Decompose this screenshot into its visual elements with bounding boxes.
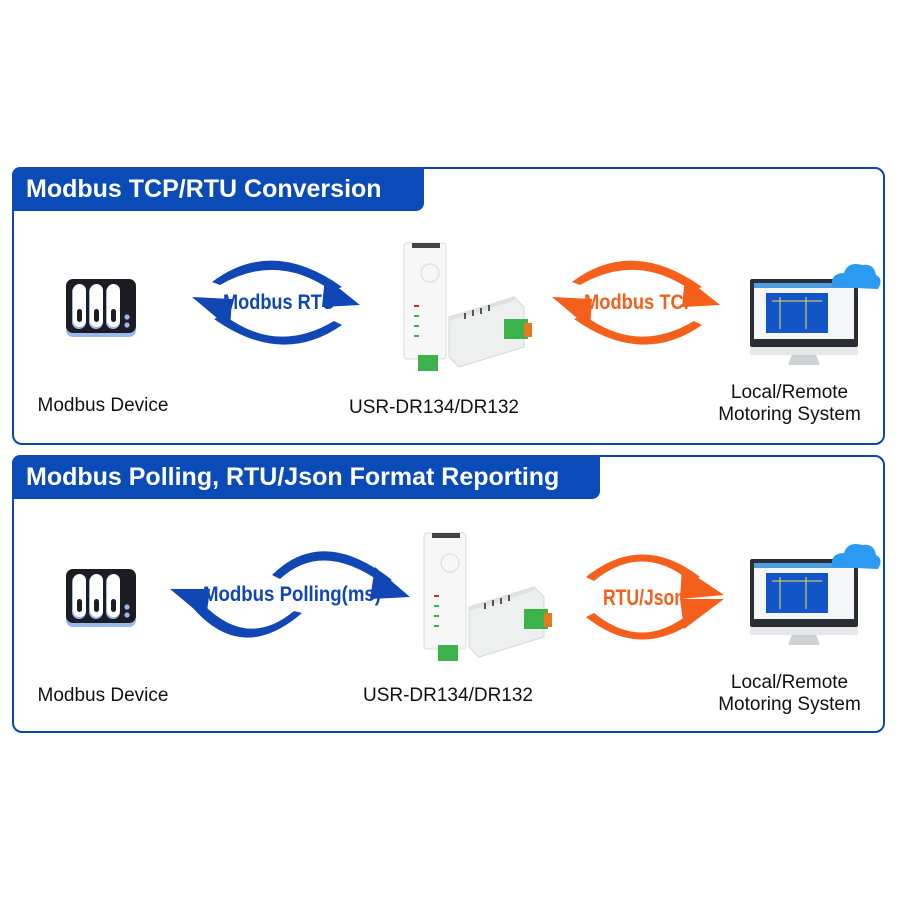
din-rail-device-icon <box>403 242 532 371</box>
panel-title: Modbus Polling, RTU/Json Format Reportin… <box>12 455 600 499</box>
modbus-device-label: Modbus Device <box>37 395 169 416</box>
monitor-cloud-icon <box>750 264 881 365</box>
link-label: Modbus Polling(ms) <box>203 583 381 606</box>
modbus-device-label: Modbus Device <box>37 685 169 706</box>
one-way-arrow-icon: RTU/Json <box>586 554 724 640</box>
link-label: Modbus TCP <box>584 291 696 314</box>
converter-label: USR-DR134/DR132 <box>362 685 533 706</box>
link-label: Modbus RTU <box>223 291 335 314</box>
server-rack-icon <box>66 569 136 627</box>
din-rail-device-icon <box>423 532 552 661</box>
server-rack-icon <box>66 279 136 337</box>
converter-label: USR-DR134/DR132 <box>348 397 519 418</box>
panel-title: Modbus TCP/RTU Conversion <box>12 167 424 211</box>
bidirectional-arrow-icon: Modbus Polling(ms) <box>170 551 410 638</box>
bidirectional-arrow-icon: Modbus RTU <box>192 260 360 345</box>
bidirectional-arrow-icon: Modbus TCP <box>552 260 720 345</box>
monitor-cloud-icon <box>750 544 881 645</box>
panel-polling-reporting: Modbus Polling, RTU/Json Format Reportin… <box>12 455 885 733</box>
link-label: RTU/Json <box>603 585 685 610</box>
monitoring-system-label: Local/Remote Motoring System <box>718 382 861 425</box>
panel-tcp-rtu-conversion: Modbus TCP/RTU Conversion Modbus Device … <box>12 167 885 445</box>
monitoring-system-label: Local/Remote Motoring System <box>718 672 861 715</box>
